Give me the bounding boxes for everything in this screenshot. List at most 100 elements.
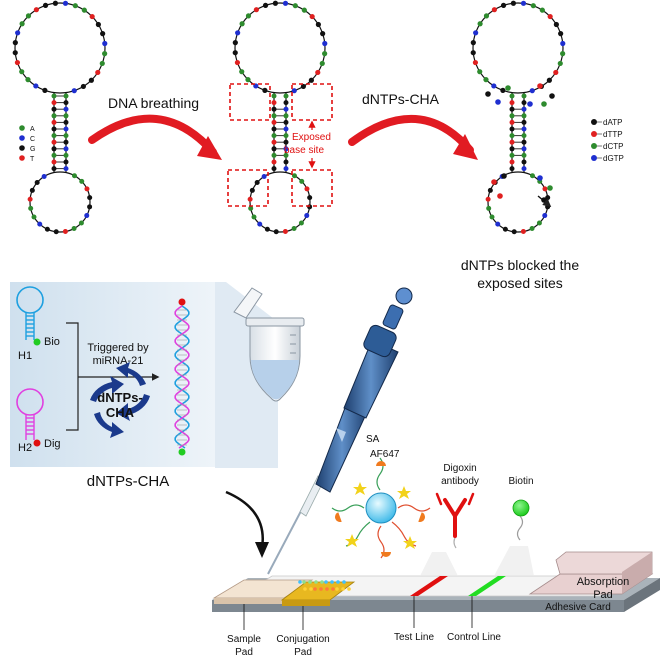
bio-label: Bio [44, 336, 60, 348]
center-cha-line1: dNTPs- [97, 390, 143, 405]
cha-arrow [348, 114, 474, 154]
conjugation-pad-label-line1: Conjugation [276, 634, 329, 645]
conjugate-particle [308, 580, 312, 584]
nucleotide-dot [63, 100, 69, 106]
conjugate-particle [320, 580, 324, 584]
base-legend-dot [19, 155, 25, 161]
nucleotide-dot [283, 133, 289, 139]
nucleotide-dot [283, 166, 289, 172]
nucleotide-dot [62, 0, 69, 6]
nucleotide-dot [536, 220, 542, 226]
nucleotide-dot [232, 50, 238, 56]
conjugate-particle [309, 587, 313, 591]
cha-arrowhead [453, 134, 478, 160]
nucleotide-dot [489, 214, 495, 220]
nucleotide-dot [292, 3, 298, 9]
nucleotide-dot [262, 87, 268, 93]
nucleotide-dot [95, 69, 101, 76]
nucleotide-dot [257, 221, 263, 227]
nucleotide-dot [87, 195, 93, 201]
nucleotide-dot [546, 77, 552, 83]
nucleotide-dot [553, 21, 559, 28]
nucleotide-dot [80, 83, 87, 90]
breathing-arrow [88, 114, 217, 156]
conjugate-particle [335, 587, 339, 591]
nucleotide-dot [51, 166, 57, 172]
nucleotide-dot [78, 220, 84, 226]
base-legend-label: C [30, 136, 35, 143]
nucleotide-dot [509, 100, 515, 106]
nucleotide-dot [539, 7, 545, 13]
nucleotide-dot [271, 152, 277, 158]
conjugate-particle [342, 580, 346, 584]
conjugate-particle [319, 587, 323, 591]
nucleotide-dot [81, 7, 87, 13]
nucleotide-dot [282, 0, 289, 6]
conjugate-particle [325, 587, 329, 591]
nucleotide-dot [272, 0, 279, 6]
nucleotide-dot [53, 229, 59, 235]
dntp-legend-dot [591, 131, 597, 137]
blocked-dntp-dot [501, 173, 507, 179]
conjugate-particles [298, 580, 351, 591]
exposed-label-line1: Exposed [292, 132, 331, 143]
nucleotide-dot [304, 213, 310, 219]
exposed-box-lower-left [227, 169, 269, 207]
biotin-label: Biotin [508, 476, 533, 487]
nucleotide-dot [253, 7, 260, 13]
nucleotide-dot [51, 100, 57, 106]
nucleotide-dot [271, 159, 277, 165]
test-line-label: Test Line [394, 632, 434, 643]
hairpin-h2 [16, 388, 44, 447]
nucleotide-dot [29, 187, 35, 193]
nucleotide-dot [560, 40, 566, 47]
nucleotide-dot [51, 126, 57, 132]
nucleotide-dot [271, 133, 277, 139]
nucleotide-dot [509, 139, 515, 145]
hairpin-h1 [16, 286, 44, 346]
nucleotide-dot [25, 77, 31, 83]
blocked-dntp-dot [497, 193, 503, 199]
nucleotide-dot [283, 159, 289, 165]
nucleotide-dot [42, 87, 48, 93]
nucleotide-dot [51, 133, 57, 139]
helix-strand-h1 [174, 305, 190, 449]
nucleotide-dot [25, 13, 32, 19]
sa-af647-nanoparticle-icon [331, 457, 431, 559]
conjugate-particle [303, 587, 307, 591]
hairpin-blocked [470, 0, 566, 235]
nucleotide-dot [63, 119, 69, 125]
nucleotide-dot [291, 226, 297, 232]
nucleotide-dot [509, 106, 515, 112]
nucleotide-dot [301, 7, 307, 13]
nucleotide-dot [509, 126, 515, 132]
nucleotide-dot [19, 69, 25, 75]
nucleotide-dot [12, 40, 18, 46]
base-legend-label: G [30, 146, 35, 153]
nucleotide-dot [521, 133, 527, 139]
nucleotide-dot [560, 51, 566, 57]
nucleotide-dot [491, 7, 498, 13]
nucleotide-dot [470, 40, 476, 46]
dntp-legend-dot [591, 143, 597, 149]
nucleotide-dot [529, 173, 535, 179]
base-legend-dot [19, 145, 25, 151]
base-legend-dot [19, 135, 25, 141]
nucleotide-dot [72, 3, 78, 9]
conjugate-particle [313, 587, 317, 591]
nucleotide-dot [271, 126, 277, 132]
nucleotide-dot [486, 205, 492, 211]
nucleotide-dot [27, 196, 33, 202]
pipette-label: SA [366, 434, 380, 445]
nucleotide-dot [63, 126, 69, 132]
hairpin-native [12, 0, 108, 235]
nucleotide-dot [79, 178, 85, 184]
nucleotide-dot [51, 159, 57, 165]
cha-label: dNTPs-CHA [362, 91, 440, 107]
dntp-legend-label: dTTP [603, 130, 623, 139]
nucleotide-dot [500, 2, 507, 8]
